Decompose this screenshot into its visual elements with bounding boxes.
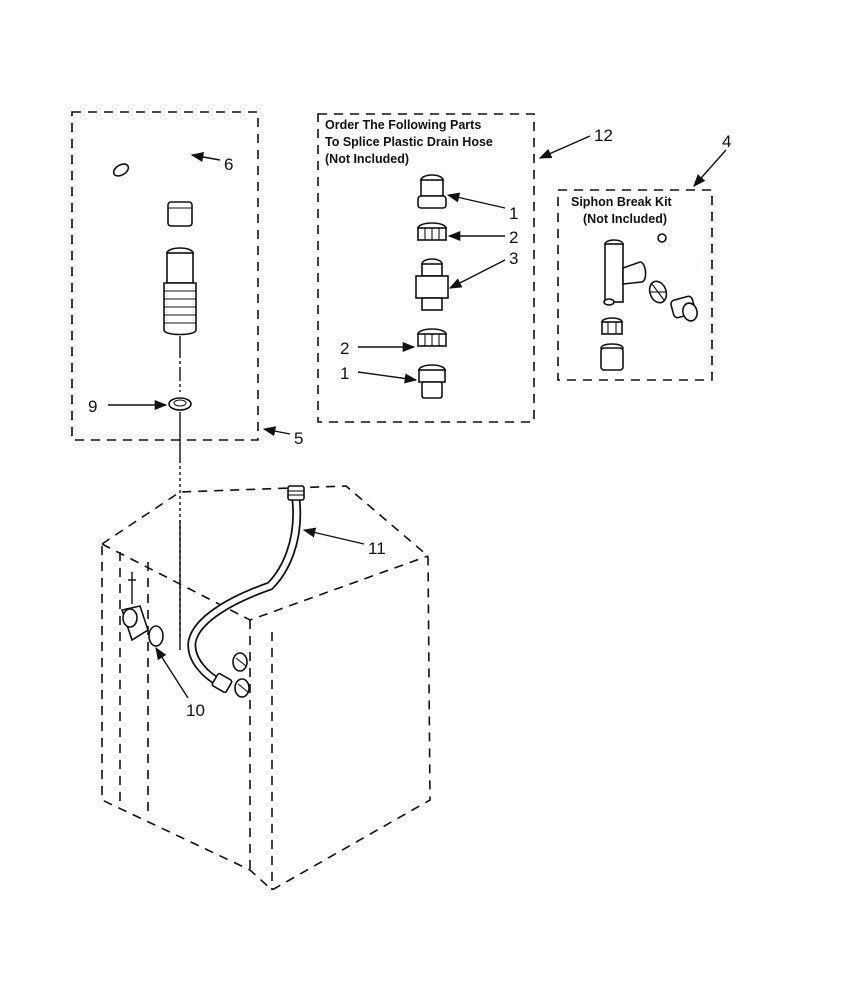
svg-text:1: 1 [340,364,349,383]
callout-3: 3 [448,249,518,289]
inlet-hose-part-11 [187,485,305,694]
splice-part-1-bottom [418,364,446,399]
svg-text:2: 2 [340,339,349,358]
siphon-coupling-right [670,295,698,322]
svg-text:5: 5 [294,429,303,448]
drain-hose-assembly-box [71,111,259,441]
svg-text:1: 1 [509,204,518,223]
siphon-tee-fitting [603,239,647,306]
callout-2-bottom: 2 [340,339,416,358]
callout-1-bottom: 1 [340,364,418,384]
inlet-valve-ports [232,652,250,698]
callout-10: 10 [155,646,205,720]
washer-cabinet-outline [101,485,431,891]
svg-text:11: 11 [368,539,386,558]
svg-text:12: 12 [594,126,613,145]
callout-9: 9 [88,397,168,416]
siphon-nut-bottom [601,317,623,335]
drain-connector-part-10 [120,572,164,647]
callout-12: 12 [538,126,613,159]
splice-caption-line-3: (Not Included) [325,152,409,166]
siphon-vent-pin [657,233,699,266]
siphon-coupling-bottom [600,343,624,371]
callout-6: 6 [190,152,233,174]
svg-text:6: 6 [224,155,233,174]
svg-text:4: 4 [722,132,731,151]
drain-hose-end [163,247,197,344]
svg-text:2: 2 [509,228,518,247]
splice-caption-line-2: To Splice Plastic Drain Hose [325,135,493,149]
svg-text:3: 3 [509,249,518,268]
callout-1-top: 1 [446,192,518,223]
hose-clamp-part-9 [168,397,192,411]
svg-text:10: 10 [186,701,205,720]
splice-part-2-top-nut [417,222,447,241]
callout-11: 11 [302,527,386,558]
siphon-caption-line-2: (Not Included) [583,212,667,226]
callout-2-top: 2 [447,228,518,247]
splice-part-3-connector [415,258,449,311]
siphon-nut-right [648,280,668,304]
callout-5: 5 [262,426,303,448]
splice-part-2-bottom-nut [417,328,447,347]
drain-hose-hook-part-6 [109,121,193,227]
splice-parts-box: Order The Following Parts To Splice Plas… [317,113,535,423]
splice-caption-line-1: Order The Following Parts [325,118,481,132]
svg-text:9: 9 [88,397,97,416]
splice-part-1-top [417,174,447,209]
callout-4: 4 [693,132,731,187]
siphon-break-kit-box: Siphon Break Kit (Not Included) [557,189,713,381]
siphon-caption-line-1: Siphon Break Kit [571,195,673,209]
